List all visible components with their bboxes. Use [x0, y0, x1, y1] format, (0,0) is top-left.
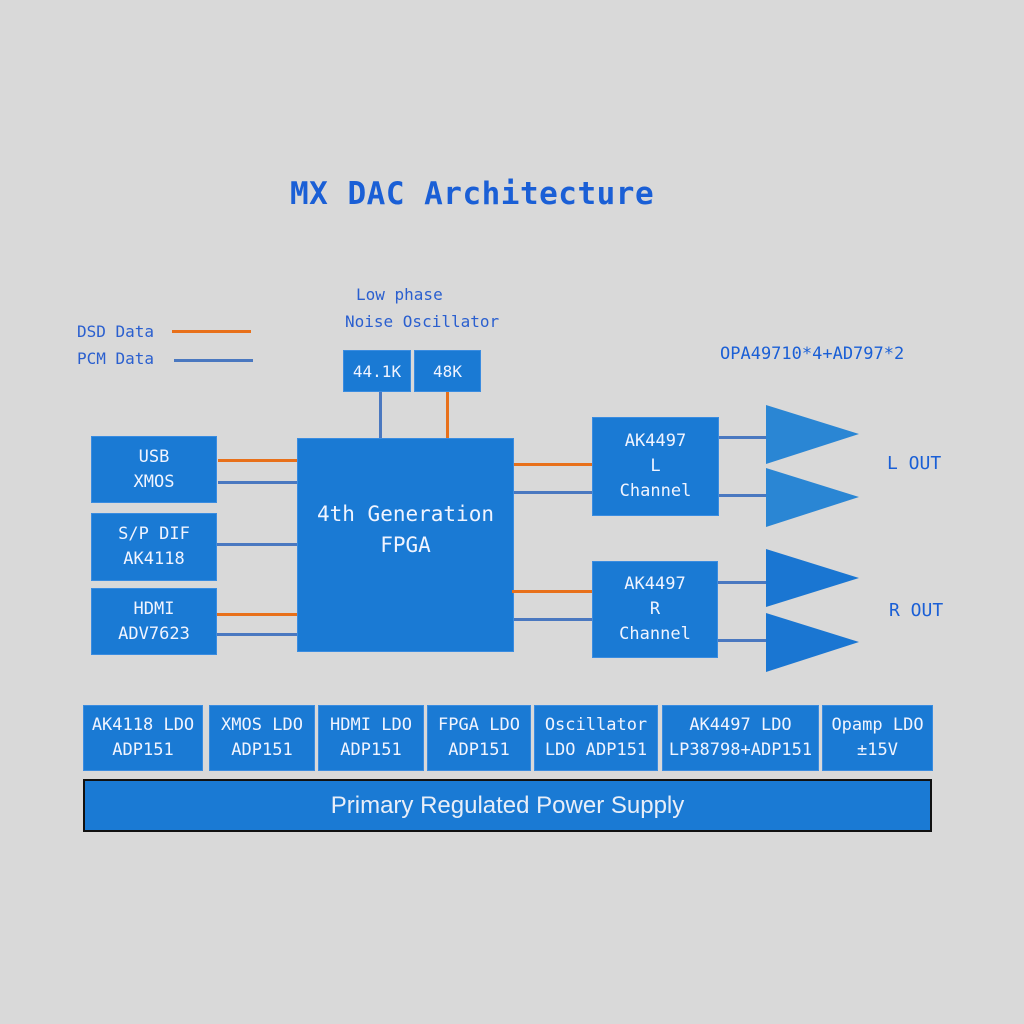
- ldo-opamp-line1: Opamp LDO: [831, 715, 924, 735]
- spdif-pcm-line: [217, 543, 298, 546]
- dac-right-line3: Channel: [619, 624, 691, 644]
- primary-power-supply-label: Primary Regulated Power Supply: [330, 792, 685, 819]
- ldo-ak4497-line2: LP38798+ADP151: [668, 740, 813, 760]
- dac-right-amp1-line: [718, 581, 767, 584]
- dac-left-line1: AK4497: [624, 431, 687, 451]
- fpga-block: 4th Generation FPGA: [297, 438, 514, 652]
- input-spdif-line1: S/P DIF: [118, 524, 190, 544]
- primary-power-supply-block: Primary Regulated Power Supply: [83, 779, 932, 832]
- ldo-xmos-line1: XMOS LDO: [221, 715, 303, 735]
- dac-left-amp1-line: [719, 436, 767, 439]
- oscillator-label-line2: Noise Oscillator: [345, 312, 500, 331]
- legend-dsd-line: [172, 330, 251, 333]
- ldo-hdmi-line1: HDMI LDO: [330, 715, 412, 735]
- ldo-hdmi-line2: ADP151: [340, 740, 402, 760]
- dac-left-amp2-line: [719, 494, 767, 497]
- fpga-dac-r-dsd-line: [512, 590, 592, 593]
- hdmi-pcm-line: [217, 633, 298, 636]
- ldo-fpga-line2: ADP151: [448, 740, 510, 760]
- diagram-title: MX DAC Architecture: [290, 176, 655, 212]
- input-hdmi-line2: ADV7623: [118, 623, 190, 644]
- fpga-dac-r-pcm-line: [514, 618, 592, 621]
- ldo-fpga-line1: FPGA LDO: [438, 715, 520, 735]
- ldo-ak4118-line1: AK4118 LDO: [91, 715, 195, 735]
- input-hdmi-block: HDMI ADV7623: [91, 588, 217, 655]
- usb-pcm-line: [218, 481, 298, 484]
- dac-right-line2: R: [649, 599, 661, 619]
- ldo-oscillator-line2: LDO ADP151: [544, 740, 648, 760]
- dac-left-line2: L: [650, 456, 661, 476]
- left-output-label: L OUT: [887, 453, 942, 474]
- ldo-fpga-block: FPGA LDO ADP151: [427, 705, 531, 771]
- amp-left-1-icon: [766, 405, 859, 464]
- right-output-label: R OUT: [889, 600, 944, 621]
- ldo-opamp-block: Opamp LDO ±15V: [822, 705, 933, 771]
- dac-right-block: AK4497 R Channel: [592, 561, 718, 658]
- input-usb-xmos-block: USB XMOS: [91, 436, 217, 503]
- fpga-line2: FPGA: [380, 533, 431, 557]
- ldo-oscillator-block: Oscillator LDO ADP151: [534, 705, 658, 771]
- ldo-ak4118-block: AK4118 LDO ADP151: [83, 705, 203, 771]
- input-usb-line2: XMOS: [133, 471, 175, 492]
- ldo-ak4497-block: AK4497 LDO LP38798+ADP151: [662, 705, 819, 771]
- hdmi-dsd-line: [217, 613, 298, 616]
- amp-right-2-icon: [766, 613, 859, 672]
- opamp-note: OPA49710*4+AD797*2: [720, 344, 905, 364]
- fpga-dac-l-dsd-line: [514, 463, 594, 466]
- input-hdmi-line1: HDMI: [133, 598, 175, 619]
- clock-44k-pcm-line: [379, 392, 382, 438]
- ldo-hdmi-block: HDMI LDO ADP151: [318, 705, 424, 771]
- ldo-ak4497-line1: AK4497 LDO: [689, 715, 792, 735]
- clock-48k-block: 48K: [414, 350, 481, 392]
- input-spdif-line2: AK4118: [123, 549, 185, 569]
- dac-right-amp2-line: [718, 639, 767, 642]
- dac-right-line1: AK4497: [624, 574, 686, 594]
- ldo-oscillator-line1: Oscillator: [544, 715, 648, 735]
- clock-48k-label: 48K: [433, 361, 462, 381]
- legend-dsd-label: DSD Data: [77, 322, 155, 341]
- ldo-xmos-block: XMOS LDO ADP151: [209, 705, 315, 771]
- input-spdif-block: S/P DIF AK4118: [91, 513, 217, 581]
- fpga-dac-l-pcm-line: [514, 491, 592, 494]
- ldo-ak4118-line2: ADP151: [112, 740, 174, 760]
- legend-pcm-label: PCM Data: [77, 349, 155, 368]
- ldo-xmos-line2: ADP151: [231, 740, 293, 760]
- clock-44k-label: 44.1K: [352, 361, 402, 381]
- oscillator-label-line1: Low phase: [356, 285, 443, 304]
- clock-48k-dsd-line: [446, 392, 449, 438]
- amp-right-1-icon: [766, 549, 859, 607]
- dac-left-line3: Channel: [619, 481, 692, 501]
- legend-pcm-line: [174, 359, 253, 362]
- ldo-opamp-line2: ±15V: [857, 740, 898, 760]
- clock-44k-block: 44.1K: [343, 350, 411, 392]
- dac-left-block: AK4497 L Channel: [592, 417, 719, 516]
- fpga-line1: 4th Generation: [316, 502, 494, 526]
- usb-dsd-line: [218, 459, 298, 462]
- amp-left-2-icon: [766, 468, 859, 527]
- input-usb-line1: USB: [138, 446, 170, 467]
